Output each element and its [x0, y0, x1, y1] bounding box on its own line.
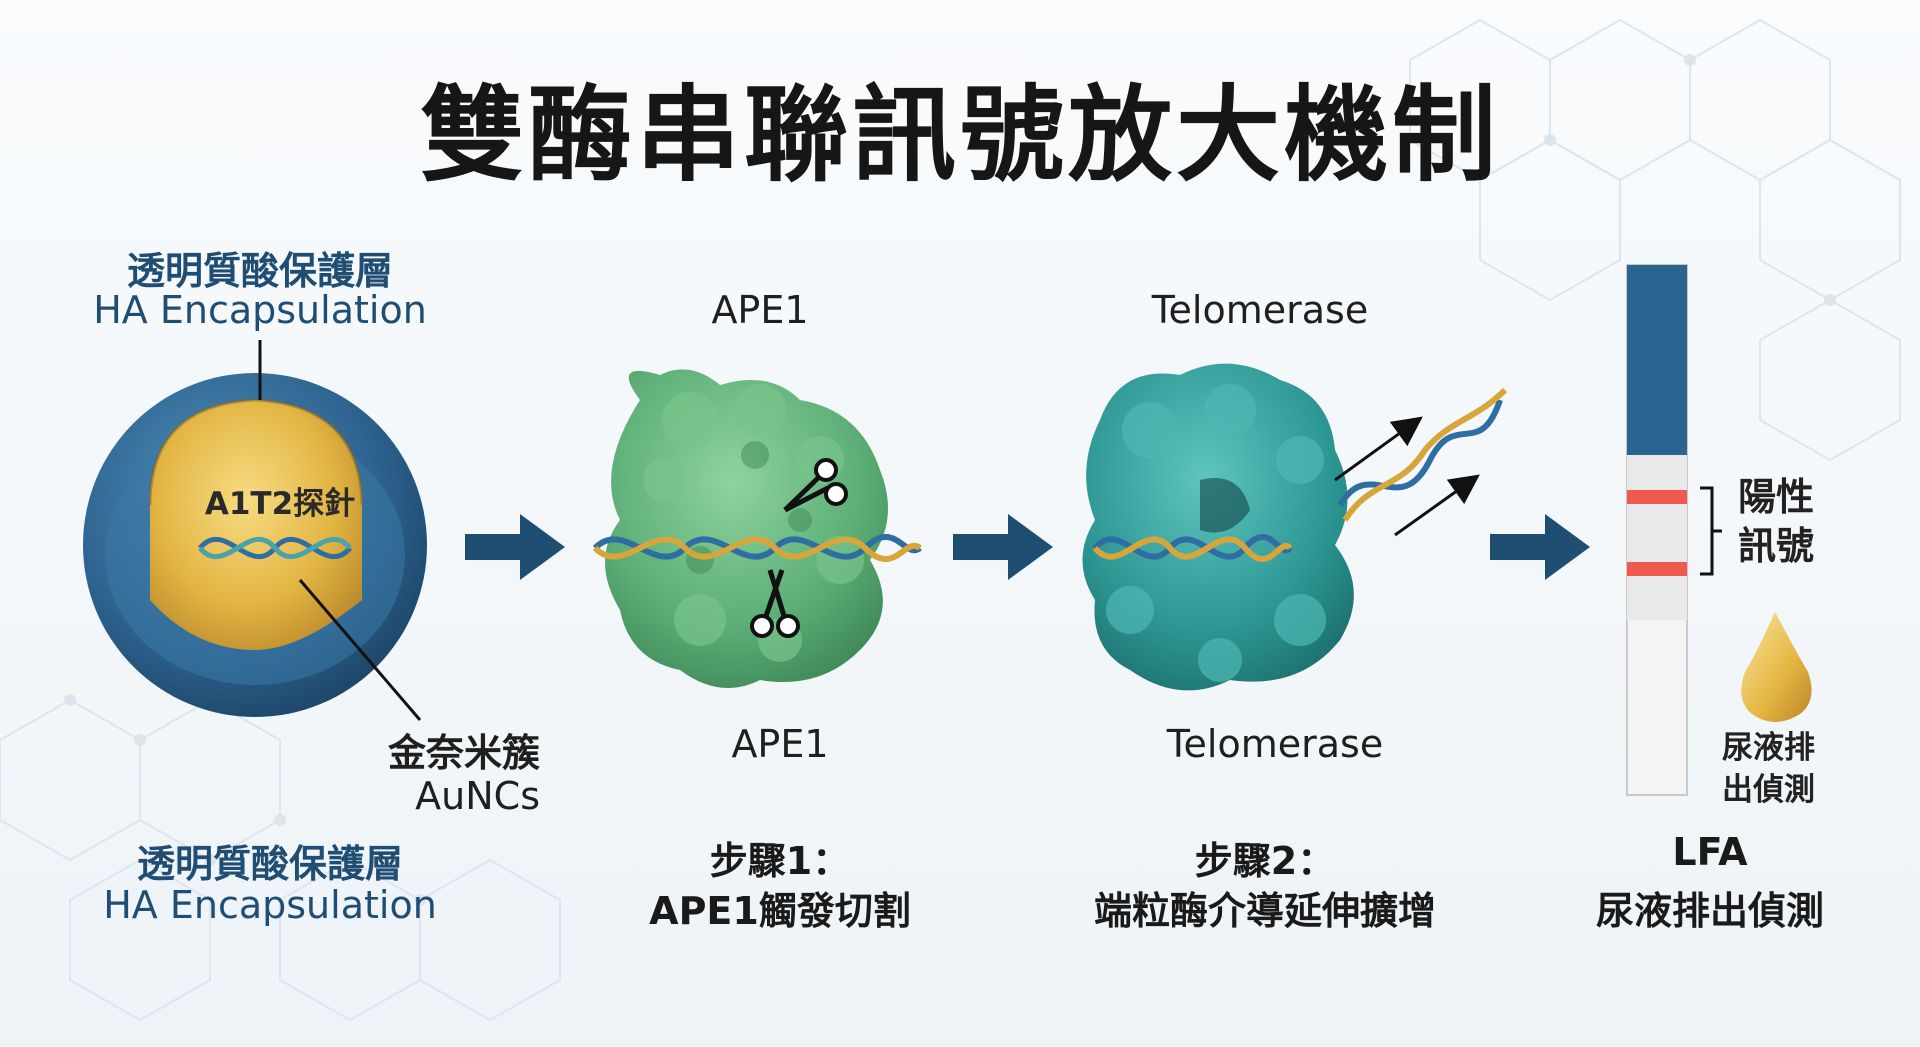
- nanoparticle-illustration: [83, 340, 427, 721]
- positive-signal-label-2: 訊號: [1738, 524, 1815, 568]
- lfa-description: 尿液排出偵測: [1595, 889, 1824, 933]
- ape1-label-top: APE1: [711, 288, 809, 332]
- positive-signal-label-1: 陽性: [1738, 475, 1815, 519]
- telomerase-dna-icon: [1092, 534, 1293, 562]
- telomerase-label-bottom: Telomerase: [1166, 722, 1384, 766]
- scissors-top-icon: [783, 458, 848, 513]
- ape1-label-bottom: APE1: [731, 722, 829, 766]
- control-line: [1627, 490, 1687, 504]
- arrow-2-icon: [953, 514, 1053, 580]
- lfa-title: LFA: [1672, 830, 1748, 874]
- urine-detection-label-2: 出偵測: [1722, 772, 1815, 808]
- flow-arrows: [465, 514, 1590, 580]
- gold-core: [150, 400, 362, 650]
- ha-label-bottom-zh: 透明質酸保護層: [136, 842, 403, 886]
- telomerase-protein: [1082, 363, 1508, 691]
- strip-sample-pad: [1627, 265, 1687, 455]
- extended-dna-icon: [1337, 387, 1508, 522]
- aunc-label-zh: 金奈米簇: [387, 731, 540, 775]
- extension-arrow-1-icon: [1334, 416, 1423, 482]
- urine-drop-icon: [1741, 612, 1812, 722]
- lfa-strip: [1626, 264, 1812, 796]
- extension-arrow-2-icon: [1394, 474, 1480, 537]
- step1-title: 步驟1：: [709, 839, 851, 883]
- arrow-3-icon: [1490, 514, 1590, 580]
- ha-label-bottom-en: HA Encapsulation: [103, 883, 437, 927]
- urine-detection-label-1: 尿液排: [1722, 730, 1815, 766]
- step2-description: 端粒酶介導延伸擴增: [1093, 889, 1436, 933]
- test-line: [1627, 562, 1687, 576]
- ha-label-top-zh: 透明質酸保護層: [126, 249, 393, 293]
- ha-label-top-en: HA Encapsulation: [93, 288, 427, 332]
- step2-title: 步驟2：: [1194, 839, 1336, 883]
- page-title: 雙酶串聯訊號放大機制: [419, 74, 1500, 196]
- ape1-dna-icon: [592, 533, 922, 563]
- aunc-label-en: AuNCs: [415, 774, 540, 818]
- step1-description: APE1觸發切割: [649, 889, 911, 933]
- positive-bracket-icon: [1700, 486, 1722, 576]
- probe-dna-icon: [198, 537, 352, 559]
- ape1-protein: [592, 369, 922, 688]
- arrow-1-icon: [465, 514, 565, 580]
- scissors-bottom-icon: [750, 569, 800, 638]
- probe-label: A1T2探針: [204, 486, 356, 522]
- telomerase-label-top: Telomerase: [1151, 288, 1369, 332]
